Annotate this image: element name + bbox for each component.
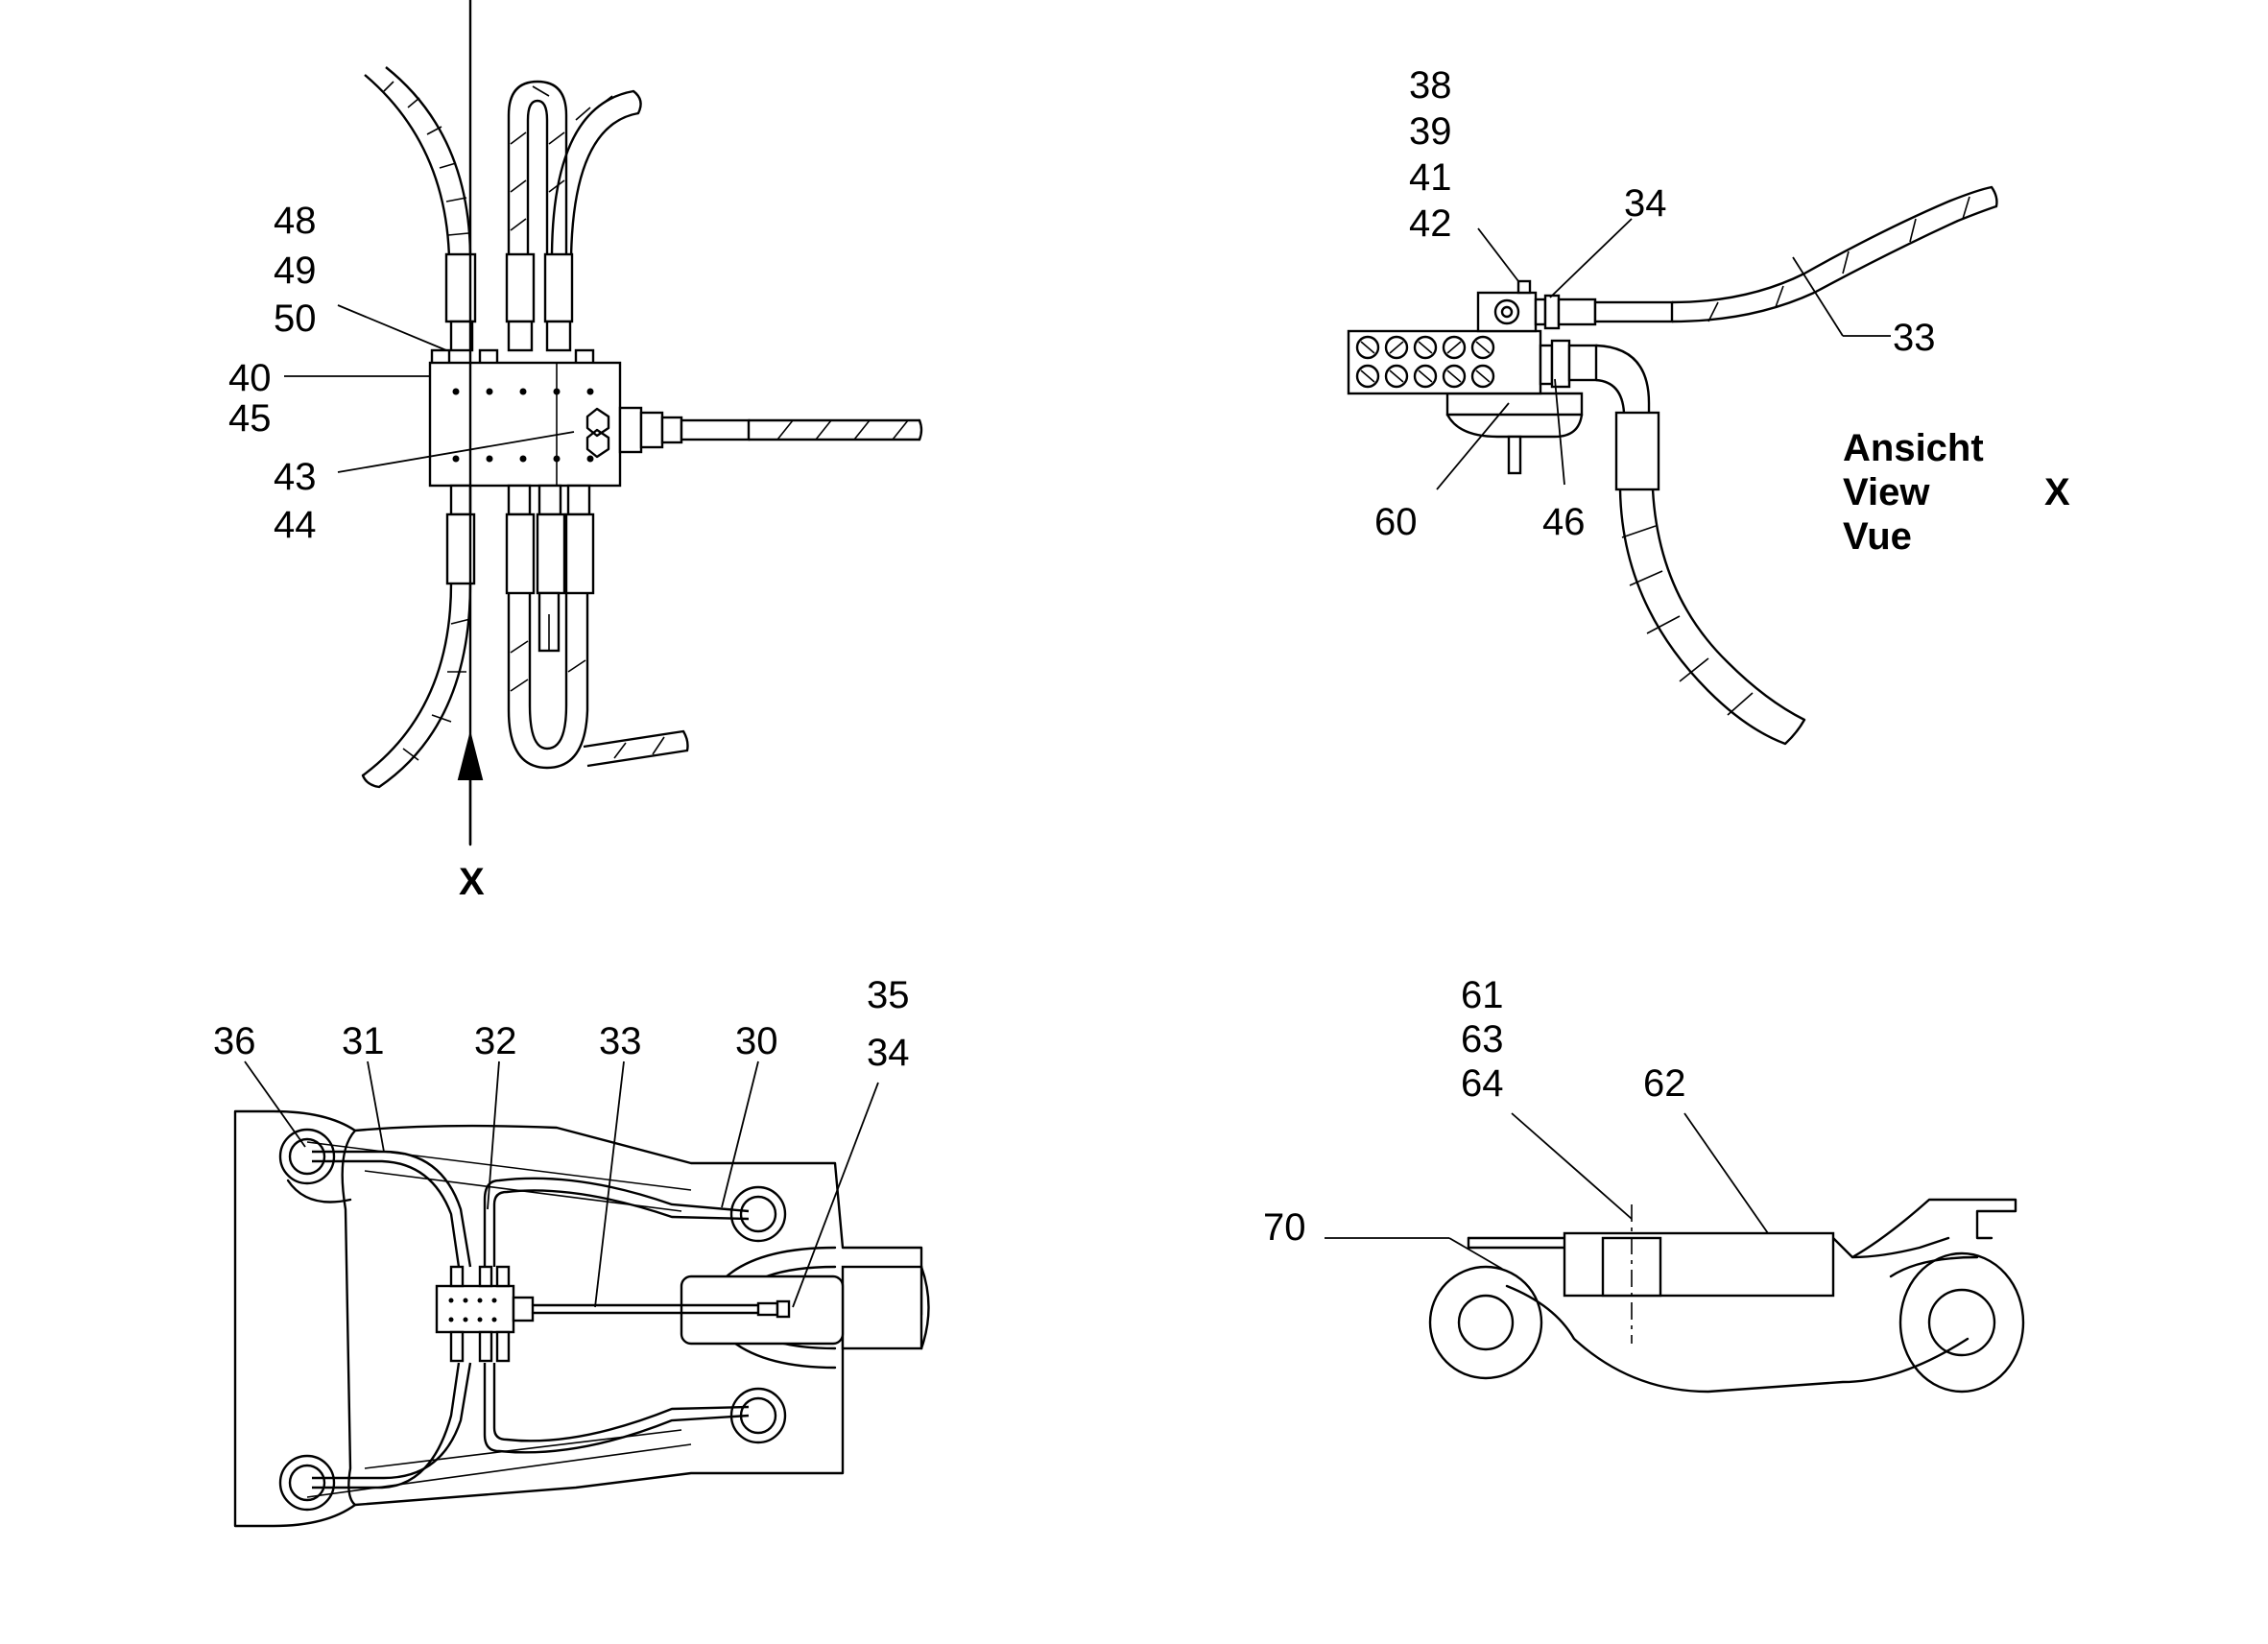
distributor-view: 48 49 50 40 45 43 44 X <box>228 0 923 903</box>
label-32: 32 <box>474 1020 517 1062</box>
label-61: 61 <box>1461 974 1504 1016</box>
label-64: 64 <box>1461 1062 1504 1105</box>
caption-x: X <box>2044 471 2070 513</box>
label-39: 39 <box>1409 110 1452 153</box>
distributor-block <box>428 361 622 488</box>
label-49: 49 <box>274 250 317 292</box>
label-33-bottom: 33 <box>599 1020 642 1062</box>
label-70: 70 <box>1263 1206 1306 1249</box>
label-41: 41 <box>1409 156 1452 199</box>
side-view-x: 38 39 41 42 34 33 60 46 Ansicht View Vue… <box>1347 64 2070 746</box>
label-43: 43 <box>274 456 317 498</box>
label-31: 31 <box>342 1020 385 1062</box>
label-60: 60 <box>1374 501 1418 543</box>
label-34-bottom: 34 <box>867 1032 910 1074</box>
label-63: 63 <box>1461 1018 1504 1060</box>
label-48: 48 <box>274 200 317 242</box>
label-62: 62 <box>1643 1062 1686 1105</box>
label-50: 50 <box>274 298 317 340</box>
label-40: 40 <box>228 357 272 399</box>
fittings-bottom <box>445 484 595 595</box>
label-44: 44 <box>274 504 317 546</box>
caption-view: View <box>1843 471 1930 513</box>
caption-vue: Vue <box>1843 515 1912 558</box>
caption-ansicht: Ansicht <box>1843 427 1984 469</box>
side-elevation-view: 61 63 64 62 70 <box>1263 974 2025 1394</box>
fittings-top <box>430 252 595 366</box>
screw-heads <box>1355 335 1495 389</box>
label-33-top: 33 <box>1893 317 1936 359</box>
label-46: 46 <box>1542 501 1586 543</box>
label-45: 45 <box>228 397 272 440</box>
label-30: 30 <box>735 1020 778 1062</box>
label-view-x-arrow: X <box>459 861 485 903</box>
frame-plan-view: 36 31 32 33 30 35 34 <box>213 974 930 1528</box>
label-34-top: 34 <box>1624 182 1667 225</box>
label-42: 42 <box>1409 203 1452 245</box>
label-35: 35 <box>867 974 910 1016</box>
label-36: 36 <box>213 1020 256 1062</box>
label-38: 38 <box>1409 64 1452 107</box>
